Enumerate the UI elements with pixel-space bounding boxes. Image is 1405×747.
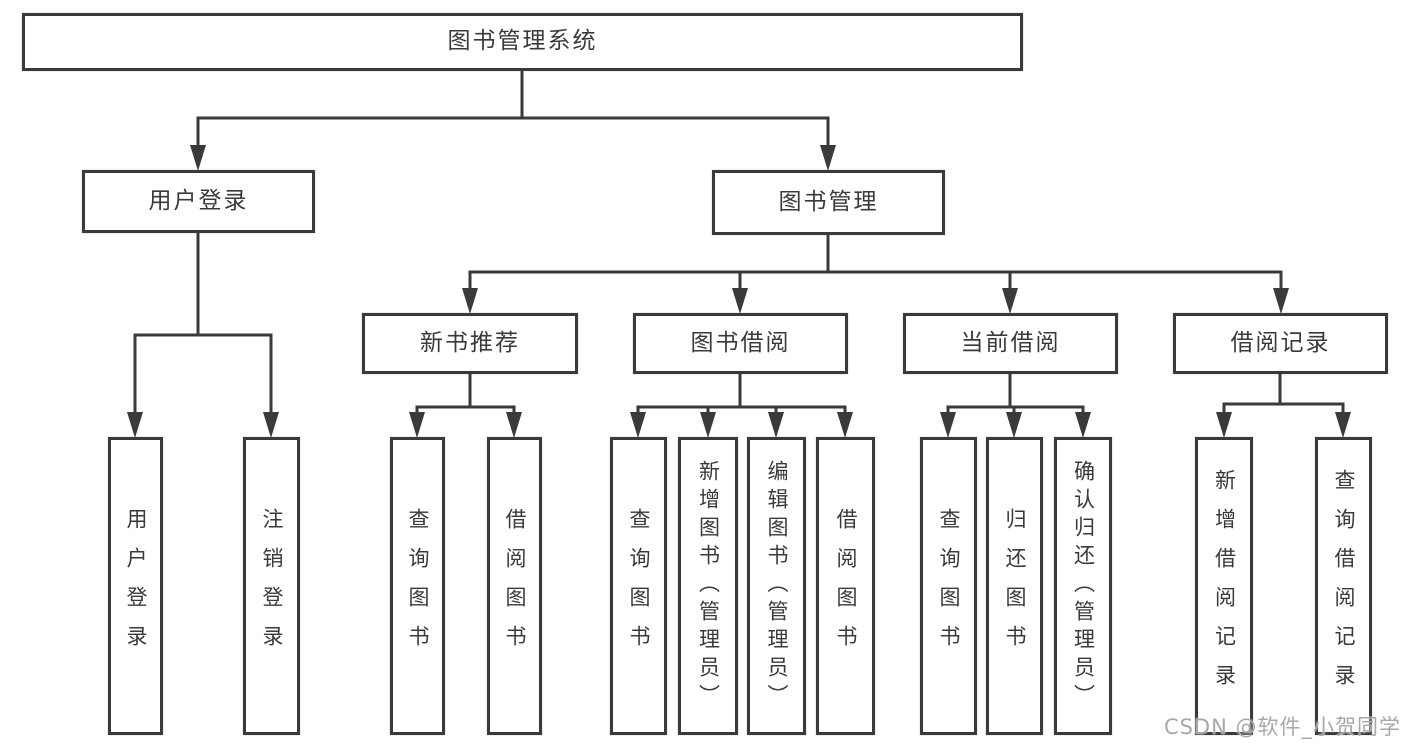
arrowhead-down-icon [700, 412, 716, 438]
node-system-root: 图书管理系统 [22, 13, 1023, 71]
node-new-book-recommend: 新书推荐 [362, 313, 578, 374]
node-leaf-cur-query-book: 查询图书 [920, 437, 977, 735]
node-label: 确认归还（管理员） [1071, 460, 1096, 712]
arrowhead-down-icon [1335, 412, 1351, 438]
arrowhead-down-icon [409, 412, 425, 438]
node-leaf-bor-add-book: 新增图书（管理员） [678, 437, 738, 735]
node-label: 新书推荐 [420, 329, 520, 356]
node-label: 查询图书 [627, 508, 651, 664]
node-label: 归还图书 [1003, 508, 1027, 664]
node-leaf-bor-borrow-book: 借阅图书 [816, 437, 875, 735]
node-label: 新增图书（管理员） [696, 460, 721, 712]
node-label: 当前借阅 [960, 329, 1061, 356]
node-label: 借阅图书 [503, 508, 527, 664]
node-borrowing-records: 借阅记录 [1173, 313, 1388, 374]
arrowhead-down-icon [1216, 412, 1232, 438]
node-book-borrowing: 图书借阅 [633, 313, 848, 374]
arrowhead-down-icon [732, 288, 748, 314]
node-label: 用户登录 [148, 187, 249, 214]
node-leaf-rec-query-record: 查询借阅记录 [1315, 437, 1372, 735]
arrowhead-down-icon [1002, 288, 1018, 314]
node-user-login: 用户登录 [82, 170, 315, 233]
node-label: 用户登录 [124, 508, 148, 664]
arrowhead-down-icon [1273, 288, 1289, 314]
arrowhead-down-icon [630, 412, 646, 438]
node-book-management: 图书管理 [712, 170, 945, 235]
node-leaf-rec-borrow-book: 借阅图书 [487, 437, 542, 735]
node-leaf-logout: 注销登录 [243, 437, 300, 735]
arrowhead-down-icon [1006, 412, 1022, 438]
node-label: 图书管理 [778, 188, 879, 215]
node-label: 查询借阅记录 [1332, 469, 1356, 703]
arrowhead-down-icon [768, 412, 784, 438]
arrowhead-down-icon [940, 412, 956, 438]
node-label: 图书借阅 [690, 329, 791, 356]
arrowhead-down-icon [190, 145, 206, 171]
arrowhead-down-icon [263, 412, 279, 438]
arrowhead-down-icon [127, 412, 143, 438]
arrowhead-down-icon [462, 288, 478, 314]
node-label: 新增借阅记录 [1212, 469, 1237, 703]
node-leaf-rec-add-record: 新增借阅记录 [1195, 437, 1253, 735]
arrowhead-down-icon [837, 412, 853, 438]
node-label: 借阅图书 [834, 508, 858, 664]
node-leaf-cur-confirm-return: 确认归还（管理员） [1054, 437, 1112, 735]
node-label: 图书管理系统 [447, 28, 598, 55]
node-leaf-bor-query-book: 查询图书 [610, 437, 667, 735]
node-label: 查询图书 [406, 508, 430, 664]
node-label: 注销登录 [260, 508, 284, 664]
arrowhead-down-icon [820, 145, 836, 171]
node-label: 编辑图书（管理员） [765, 460, 789, 712]
node-label: 借阅记录 [1230, 329, 1331, 356]
arrowhead-down-icon [1075, 412, 1091, 438]
node-leaf-rec-query-book: 查询图书 [390, 437, 445, 735]
node-label: 查询图书 [937, 508, 961, 664]
arrowhead-down-icon [506, 412, 522, 438]
node-current-borrowing: 当前借阅 [903, 313, 1118, 374]
node-leaf-user-login: 用户登录 [108, 437, 163, 735]
node-leaf-cur-return-book: 归还图书 [986, 437, 1043, 735]
node-leaf-bor-edit-book: 编辑图书（管理员） [747, 437, 806, 735]
